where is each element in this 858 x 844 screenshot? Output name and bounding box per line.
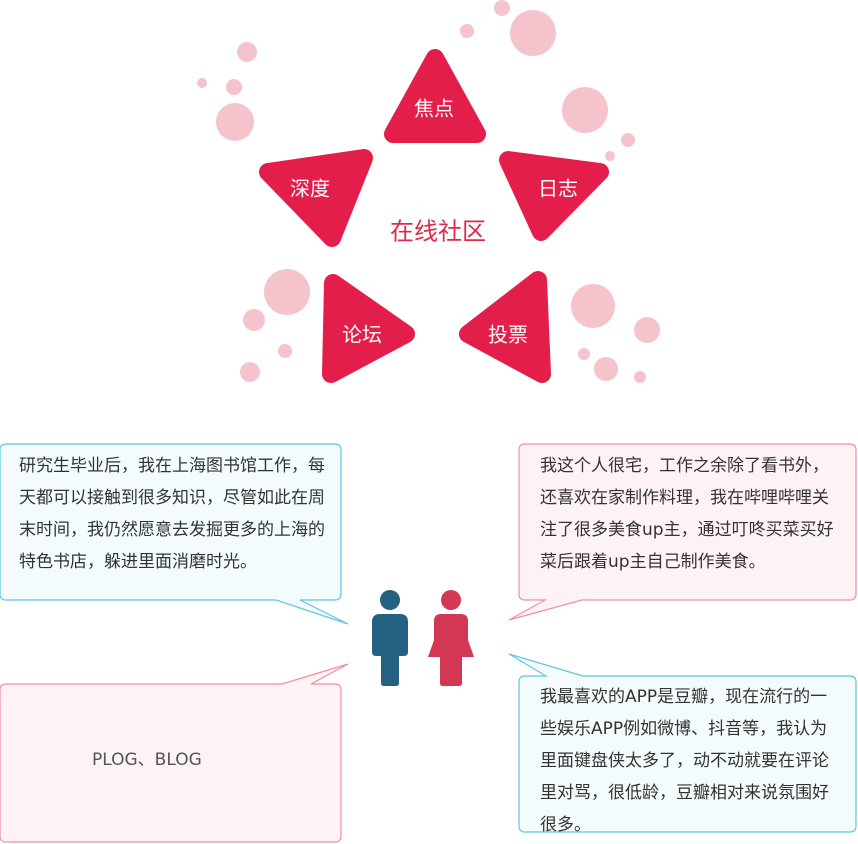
decor-dot: [594, 357, 618, 381]
bubble-text-bottom-right: 我最喜欢的APP是豆瓣，现在流行的一些娱乐APP例如微博、抖音等，我认为里面键盘…: [540, 687, 829, 835]
decor-dot: [460, 24, 474, 38]
female-person-icon: [428, 590, 474, 686]
speech-bubble-bottom-left: [0, 663, 349, 843]
decor-dot: [237, 42, 257, 62]
decor-dot: [243, 309, 265, 331]
decor-dot: [578, 348, 590, 360]
bubble-text-bottom-left: PLOG、BLOG: [92, 750, 202, 770]
star-point-right: [499, 151, 609, 241]
decor-dot: [226, 79, 242, 95]
bubble-text-top-right: 我这个人很宅，工作之余除了看书外，还喜欢在家制作料理，我在哔哩哔哩关注了很多美食…: [540, 456, 834, 572]
decor-dot: [605, 151, 615, 161]
decor-dot: [494, 0, 510, 16]
decor-dot: [621, 133, 635, 147]
star-label-bottom-left: 论坛: [342, 322, 382, 347]
speech-bubble-top-left: [0, 443, 349, 625]
decor-dot: [240, 362, 260, 382]
speech-bubble-bottom-right: [508, 653, 857, 833]
decor-dot: [510, 10, 556, 56]
decor-dot: [634, 317, 660, 343]
star-label-left: 深度: [290, 176, 330, 201]
star-point-top: [384, 49, 486, 143]
bubble-text-top-left: 研究生毕业后，我在上海图书馆工作，每天都可以接触到很多知识，尽管如此在周末时间，…: [19, 456, 325, 572]
center-label: 在线社区: [390, 217, 486, 246]
decor-dot: [571, 284, 615, 328]
decorative-dots: [197, 0, 660, 383]
speech-bubble-top-right: [508, 443, 857, 621]
decor-dot: [562, 87, 608, 133]
star-shape: [259, 49, 609, 383]
star-point-left: [259, 149, 373, 247]
decor-dot: [197, 78, 207, 88]
decor-dot: [634, 371, 646, 383]
decor-dot: [264, 269, 310, 315]
star-label-right: 日志: [538, 176, 578, 201]
star-label-top: 焦点: [414, 96, 454, 121]
decor-dot: [278, 344, 292, 358]
star-point-bottom-right: [459, 271, 551, 383]
star-label-bottom-right: 投票: [488, 322, 528, 347]
male-person-icon: [372, 590, 408, 686]
star-point-bottom-left: [322, 274, 415, 383]
decor-dot: [216, 103, 254, 141]
